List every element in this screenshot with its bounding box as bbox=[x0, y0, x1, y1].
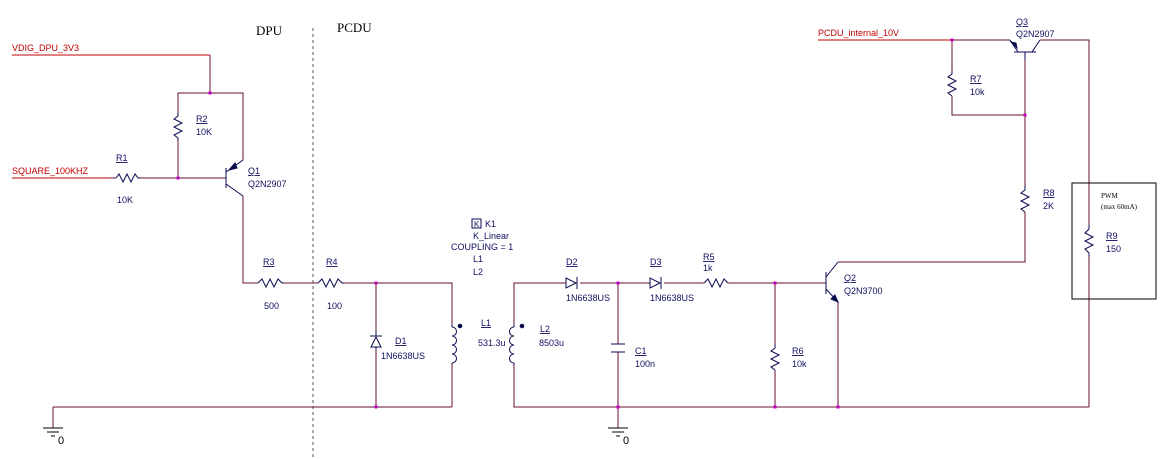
net-vdig[interactable]: VDIG_DPU_3V3 bbox=[12, 43, 210, 56]
q1-value: Q2N2907 bbox=[248, 179, 287, 189]
q2-ref: Q2 bbox=[844, 273, 856, 283]
net-label-square: SQUARE_100KHZ bbox=[12, 166, 89, 176]
net-label-vdig: VDIG_DPU_3V3 bbox=[12, 43, 79, 53]
d3-value: 1N6638US bbox=[650, 293, 694, 303]
inductor-l2[interactable]: L2 8503u bbox=[509, 323, 565, 365]
r2-value: 10K bbox=[196, 127, 212, 137]
resistor-r3[interactable]: R3 500 bbox=[257, 257, 284, 311]
d2-ref: D2 bbox=[566, 257, 578, 267]
resistor-r1[interactable]: R1 10K bbox=[115, 153, 140, 205]
r1-value: 10K bbox=[117, 195, 133, 205]
r4-ref: R4 bbox=[326, 257, 338, 267]
pwm-box: PWM (max 60mA) bbox=[1071, 182, 1157, 300]
inductor-l1[interactable]: L1 531.3u bbox=[451, 318, 506, 365]
resistor-r6[interactable]: R6 10k bbox=[769, 344, 807, 371]
ground-symbol-right: 0 bbox=[608, 427, 629, 447]
pwm-note: (max 60mA) bbox=[1101, 203, 1138, 211]
net-label-pcdu-internal: PCDU_internal_10V bbox=[818, 28, 899, 38]
q3-value: Q2N2907 bbox=[1016, 29, 1055, 39]
r3-value: 500 bbox=[264, 301, 279, 311]
l1-value: 531.3u bbox=[478, 338, 506, 348]
capacitor-c1[interactable]: C1 100n bbox=[611, 343, 655, 369]
q2-value: Q2N3700 bbox=[844, 286, 883, 296]
r5-value: 1k bbox=[703, 263, 713, 273]
r8-ref: R8 bbox=[1043, 188, 1055, 198]
l2-ref: L2 bbox=[540, 324, 550, 334]
r6-value: 10k bbox=[792, 359, 807, 369]
l2-polarity-dot bbox=[519, 323, 525, 329]
d1-ref: D1 bbox=[395, 336, 407, 346]
net-pcdu-internal[interactable]: PCDU_internal_10V bbox=[818, 28, 952, 41]
diode-d3[interactable]: D3 1N6638US bbox=[649, 257, 694, 303]
junctions bbox=[176, 38, 1027, 409]
k1-ref: K1 bbox=[485, 219, 496, 229]
section-label-dpu: DPU bbox=[256, 23, 283, 38]
resistor-r7[interactable]: R7 10k bbox=[946, 70, 985, 97]
resistor-r4[interactable]: R4 100 bbox=[317, 257, 344, 311]
k1-icon-letter: K bbox=[474, 220, 480, 229]
k1-l2: L2 bbox=[473, 267, 483, 277]
wires bbox=[52, 39, 1090, 428]
transistor-q2[interactable]: Q2 Q2N3700 bbox=[825, 261, 883, 303]
c1-ref: C1 bbox=[635, 346, 647, 356]
r2-ref: R2 bbox=[196, 114, 208, 124]
r7-value: 10k bbox=[970, 87, 985, 97]
pwm-title: PWM bbox=[1101, 192, 1119, 200]
d1-value: 1N6638US bbox=[381, 351, 425, 361]
r9-value: 150 bbox=[1106, 244, 1121, 254]
resistor-r9[interactable]: R9 150 bbox=[1083, 225, 1121, 257]
l1-polarity-dot bbox=[457, 323, 463, 329]
net-square[interactable]: SQUARE_100KHZ bbox=[12, 166, 110, 179]
diode-d2[interactable]: D2 1N6638US bbox=[565, 257, 610, 303]
l2-value: 8503u bbox=[539, 338, 564, 348]
resistor-r2[interactable]: R2 10K bbox=[172, 112, 212, 140]
r1-ref: R1 bbox=[116, 153, 128, 163]
k1-icon bbox=[471, 218, 482, 229]
k1-coupling: COUPLING = 1 bbox=[451, 242, 513, 252]
ground-symbol-left: 0 bbox=[43, 427, 64, 447]
r7-ref: R7 bbox=[970, 74, 982, 84]
ground-label-left: 0 bbox=[58, 435, 64, 447]
d2-value: 1N6638US bbox=[566, 293, 610, 303]
r5-ref: R5 bbox=[703, 252, 715, 262]
resistor-r8[interactable]: R8 2K bbox=[1019, 186, 1055, 213]
transistor-q3[interactable]: Q3 Q2N2907 bbox=[1009, 17, 1055, 60]
r3-ref: R3 bbox=[263, 257, 275, 267]
coupling-k1[interactable]: K K1 K_Linear COUPLING = 1 L1 L2 bbox=[451, 218, 513, 277]
q3-ref: Q3 bbox=[1016, 17, 1028, 27]
resistor-r5[interactable]: R5 1k bbox=[703, 252, 729, 289]
transistor-q1[interactable]: Q1 Q2N2907 bbox=[225, 159, 287, 197]
c1-value: 100n bbox=[635, 359, 655, 369]
r9-ref: R9 bbox=[1106, 231, 1118, 241]
diode-d1[interactable]: D1 1N6638US bbox=[370, 330, 425, 361]
section-label-pcdu: PCDU bbox=[337, 20, 372, 35]
r8-value: 2K bbox=[1043, 201, 1054, 211]
l1-ref: L1 bbox=[481, 318, 491, 328]
r4-value: 100 bbox=[327, 301, 342, 311]
k1-type: K_Linear bbox=[473, 231, 509, 241]
q1-ref: Q1 bbox=[248, 166, 260, 176]
ground-label-right: 0 bbox=[623, 435, 629, 447]
r6-ref: R6 bbox=[792, 346, 804, 356]
k1-l1: L1 bbox=[473, 254, 483, 264]
d3-ref: D3 bbox=[650, 257, 662, 267]
